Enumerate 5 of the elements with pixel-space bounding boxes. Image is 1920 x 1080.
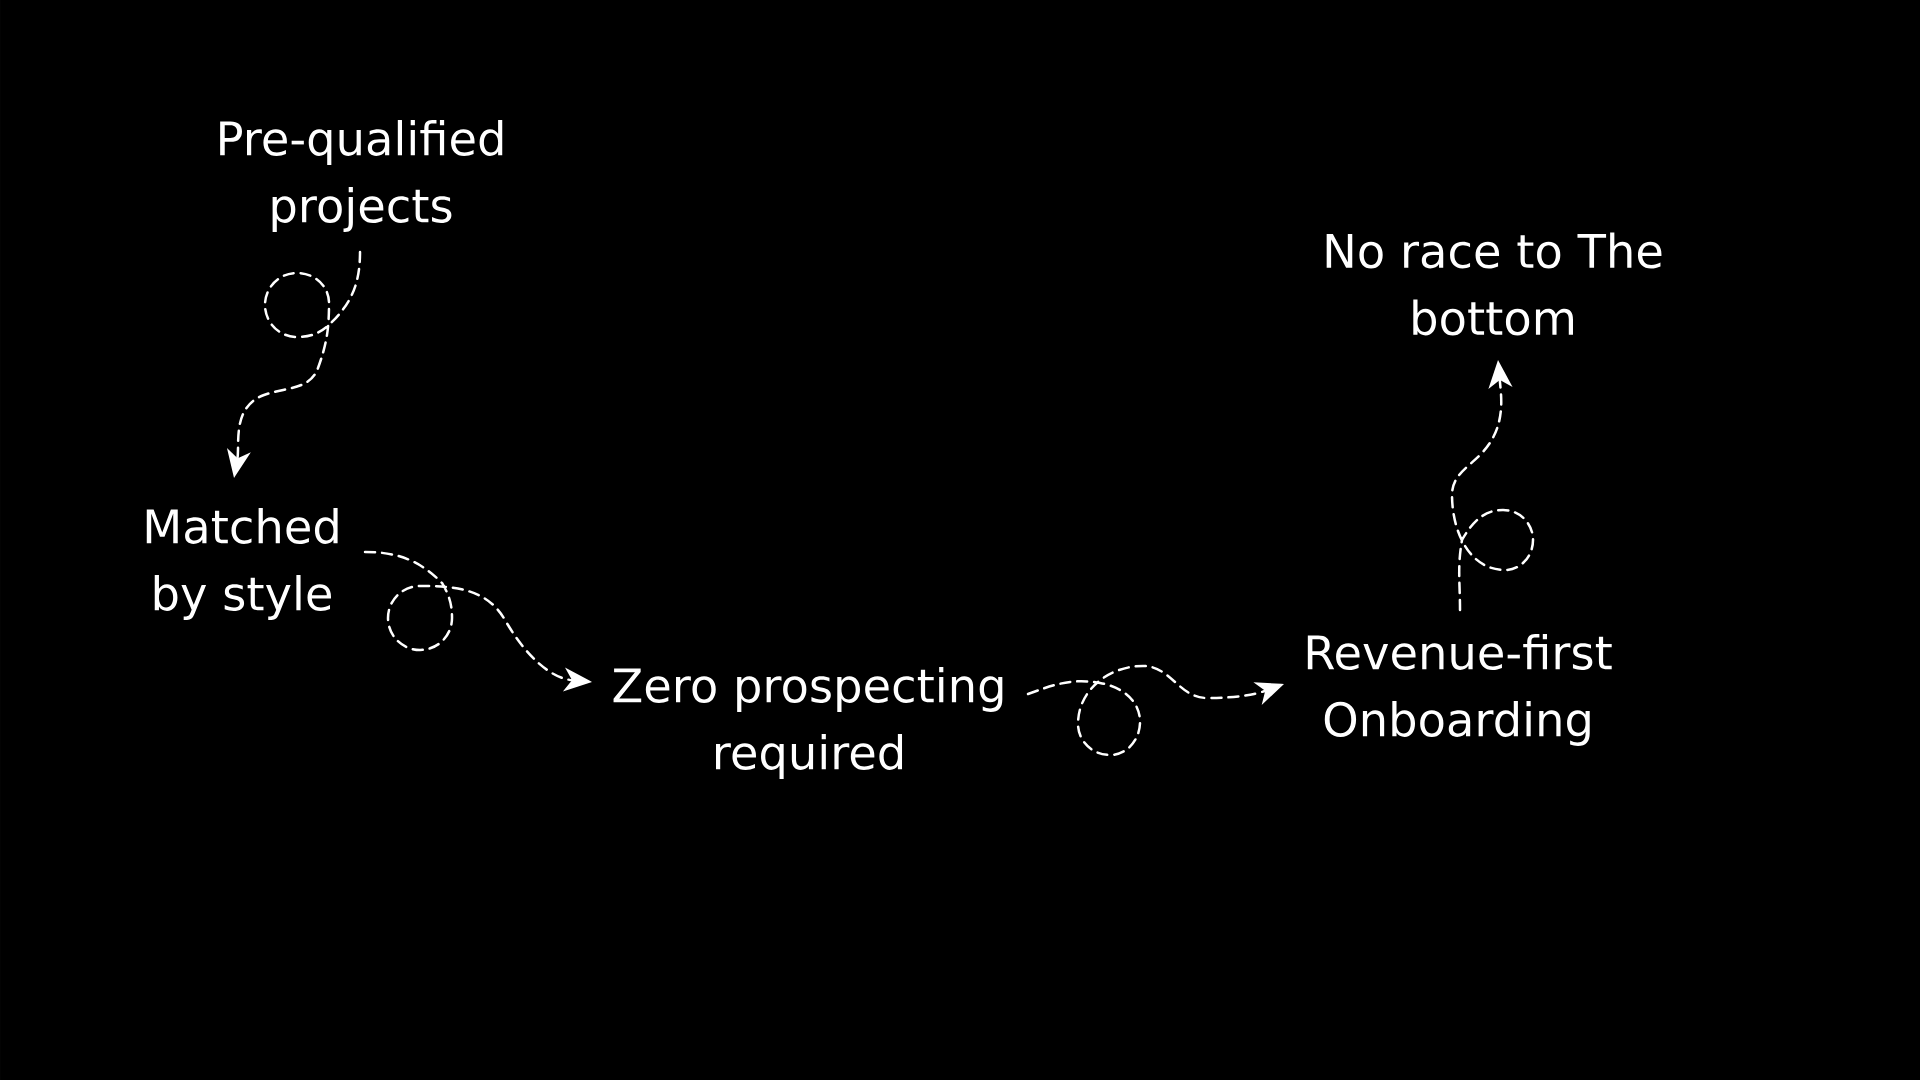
step-label: Matched by style	[146, 508, 338, 620]
step-label: No race to The bottom	[1326, 232, 1662, 336]
step-label: Zero prospecting required	[613, 667, 1003, 779]
step-label: Pre-qualified projects	[220, 120, 503, 232]
step-label: Revenue-first Onboarding	[1307, 634, 1612, 746]
